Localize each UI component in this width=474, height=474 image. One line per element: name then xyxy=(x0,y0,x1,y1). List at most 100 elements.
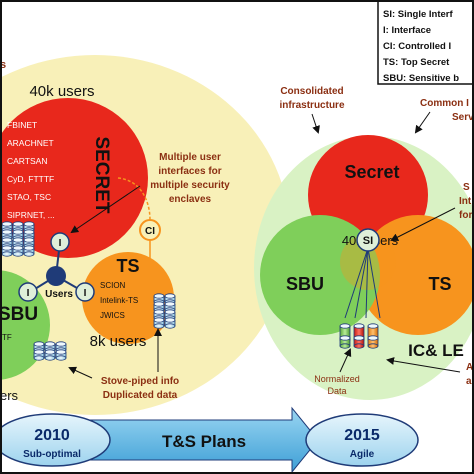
left-top-fragment: s xyxy=(0,59,6,71)
users-hub-node xyxy=(46,266,66,286)
callout-arrow xyxy=(70,185,141,234)
stovepipe-arrow xyxy=(68,366,93,379)
ts-circle-left xyxy=(82,252,174,344)
callout-line: interfaces for xyxy=(158,166,221,177)
stovepipe-callout: Stove-piped info Duplicated data xyxy=(101,376,179,401)
database-icon xyxy=(339,335,351,349)
ci-dashed-line xyxy=(117,177,151,221)
ts-network-list: SCION Intelink-TS JWICS xyxy=(100,281,138,320)
database-icon xyxy=(367,335,379,349)
callout-line: Int xyxy=(459,196,472,207)
secret-network-item: SIPRNET, ... xyxy=(7,210,55,220)
interface-node-ts: I xyxy=(75,282,95,302)
ts-network-item: JWICS xyxy=(100,311,125,320)
callout-line: A xyxy=(466,362,473,373)
sbu-fragment: TF xyxy=(2,333,12,342)
database-icon xyxy=(353,335,365,349)
database-icon xyxy=(1,245,13,257)
legend-line: CI: Controlled I xyxy=(383,41,451,52)
icle-label: IC& LE xyxy=(408,341,464,360)
common-services-callout: Common I Serv xyxy=(420,98,474,123)
callout-line: Consolidated xyxy=(280,86,343,97)
secret-network-item: STAO, TSC xyxy=(7,192,51,202)
legend-line: SI: Single Interf xyxy=(383,9,454,20)
callout-line: a xyxy=(466,376,472,387)
si-label: SI xyxy=(363,235,373,247)
secret-network-item: CARTSAN xyxy=(7,156,47,166)
database-icon xyxy=(55,349,67,361)
interface-label: I xyxy=(84,288,87,299)
database-icon xyxy=(164,317,176,329)
callout-line: infrastructure xyxy=(279,100,344,111)
ts-label-right: TS xyxy=(428,274,451,294)
interface-node-sbu: I xyxy=(18,282,38,302)
secret-data-stores xyxy=(1,221,35,257)
ci-label: CI xyxy=(145,226,155,237)
controlled-interface-node: CI xyxy=(139,219,161,241)
database-icon xyxy=(33,349,45,361)
legend-line: TS: Top Secret xyxy=(383,57,450,68)
database-icon xyxy=(12,245,24,257)
database-icon xyxy=(23,221,35,233)
single-interface-node: SI xyxy=(356,228,380,252)
normalized-data-callout: Normalized Data xyxy=(314,374,360,396)
year-2015-badge: 2015 Agile xyxy=(305,413,419,467)
interface-node-secret: I xyxy=(50,232,70,252)
database-icon xyxy=(23,245,35,257)
secret-circle xyxy=(0,98,148,258)
legend-line: SBU: Sensitive b xyxy=(383,73,459,84)
multi-interfaces-callout: Multiple user interfaces for multiple se… xyxy=(150,152,230,205)
ts-network-item: SCION xyxy=(100,281,126,290)
database-icon xyxy=(153,317,165,329)
callout-line: S xyxy=(463,182,470,193)
sbu-label-left: SBU xyxy=(0,304,38,325)
normalized-data-stores xyxy=(339,323,379,349)
callout-line: Common I xyxy=(420,98,469,109)
callout-line: multiple security xyxy=(150,180,230,191)
single-interface-callout: S Int for xyxy=(459,182,472,221)
year-2010-badge: 2010 Sub-optimal xyxy=(0,413,111,467)
database-icon xyxy=(44,349,56,361)
single-interface-arrow xyxy=(390,207,456,241)
agile-callout: A a xyxy=(466,362,473,387)
secret-vertical-label: SECRET xyxy=(91,136,112,213)
secret-users-label: 40k users xyxy=(29,83,94,100)
ts-network-item: Intelink-TS xyxy=(100,296,138,305)
interface-label: I xyxy=(27,288,30,299)
secret-network-item: CyD, FTTTF xyxy=(7,174,54,184)
secret-network-item: FBINET xyxy=(7,120,37,130)
plans-label: T&S Plans xyxy=(162,432,246,451)
secret-network-item: ARACHNET xyxy=(7,138,54,148)
acronym-legend: SI: Single Interf I: Interface CI: Contr… xyxy=(377,0,474,85)
sbu-label-right: SBU xyxy=(286,274,324,294)
ts-data-stores xyxy=(153,293,176,329)
legend-line: I: Interface xyxy=(383,25,431,36)
consolidated-callout: Consolidated infrastructure xyxy=(279,86,344,111)
callout-line: Normalized xyxy=(314,374,360,384)
users-hub-label: Users xyxy=(45,289,73,300)
ts-circle-right xyxy=(358,215,474,335)
status-2015: Agile xyxy=(350,449,375,460)
agile-arrow xyxy=(386,357,461,373)
callout-line: enclaves xyxy=(169,194,212,205)
sbu-circle-right xyxy=(260,215,380,335)
ts-users-label: 8k users xyxy=(90,333,147,350)
callout-line: Serv xyxy=(452,112,474,123)
ts-label-left: TS xyxy=(116,256,139,276)
year-2010: 2010 xyxy=(34,427,70,444)
si-connectors xyxy=(344,247,381,319)
consolidated-arrow xyxy=(311,113,320,134)
common-services-arrow xyxy=(414,111,431,134)
callout-line: for xyxy=(459,210,472,221)
callout-line: Data xyxy=(327,386,346,396)
status-2010: Sub-optimal xyxy=(23,449,81,460)
callout-line: Stove-piped info xyxy=(101,376,179,387)
normalized-data-arrow xyxy=(339,348,352,373)
callout-line: Multiple user xyxy=(159,152,221,163)
sbu-users-fragment: ers xyxy=(0,388,19,403)
secret-label-right: Secret xyxy=(344,162,399,182)
interface-label: I xyxy=(59,238,62,249)
